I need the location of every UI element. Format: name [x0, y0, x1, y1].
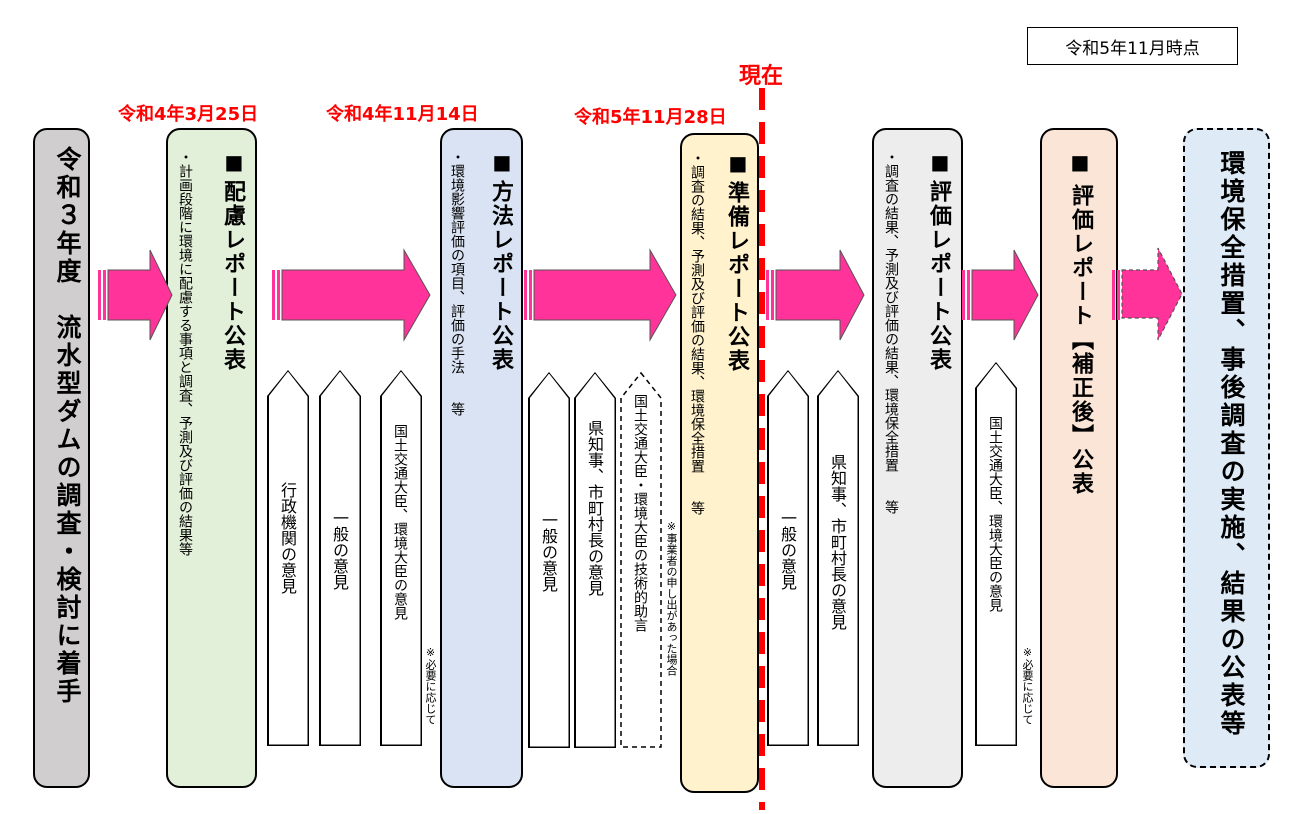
date-hairyo: 令和4年3月25日: [118, 104, 259, 125]
start-box: 令和３年度 流水型ダムの調査・検討に着手: [33, 128, 90, 788]
bullet-square: ■: [222, 150, 246, 174]
flow-arrow-4: [766, 249, 865, 341]
bullet-square: ■: [1068, 150, 1092, 174]
final-box: 環境保全措置、事後調査の実施、結果の公表等: [1183, 128, 1270, 768]
hosei-report-box: ■ 評価レポート【補正後】公表: [1040, 128, 1118, 788]
opinion-ippan: 一般の意見: [539, 512, 558, 592]
opinion-ippan: 一般の意見: [778, 510, 797, 590]
bullet-square: ■: [490, 150, 514, 174]
junbi-report-title: 準備レポート公表: [724, 181, 749, 373]
opinion-shape: 国土交通大臣、環境大臣の意見: [975, 362, 1017, 746]
flow-arrow-3: [524, 248, 677, 342]
houhou-report-desc: ・環境影響評価の項目、評価の手法 等: [449, 150, 465, 416]
bullet-square: ■: [928, 150, 952, 174]
opinion-ippan: 一般の意見: [330, 510, 349, 590]
current-marker-label: 現在: [738, 64, 783, 89]
opinion-technical-advice: 国土交通大臣・環境大臣の技術的助言: [632, 394, 648, 632]
opinion-governor: 県知事、市町村長の意見: [585, 420, 604, 596]
hairyo-report-title: 配慮レポート公表: [220, 180, 245, 372]
opinion-minister: 国土交通大臣、環境大臣の意見: [987, 416, 1003, 612]
opinion-shape: 一般の意見: [767, 370, 809, 746]
opinion-governor: 県知事、市町村長の意見: [828, 454, 847, 630]
opinion-shape: 一般の意見: [528, 372, 570, 748]
opinion-shape: 行政機関の意見: [267, 370, 309, 746]
hairyo-report-box: ■ 配慮レポート公表 ・計画段階に環境に配慮する事項と調査、予測及び評価の結果等: [166, 128, 257, 788]
hyoka-report-desc: ・調査の結果、予測及び評価の結果、環境保全措置 等: [883, 150, 899, 514]
note-if-needed: ※必要に応じて: [1021, 646, 1034, 725]
junbi-report-desc: ・調査の結果、予測及び評価の結果、環境保全措置 等: [689, 151, 705, 515]
houhou-report-title: 方法レポート公表: [488, 180, 513, 372]
houhou-report-box: ■ 方法レポート公表 ・環境影響評価の項目、評価の手法 等: [440, 128, 523, 788]
opinion-minister: 国土交通大臣、環境大臣の意見: [392, 424, 408, 620]
hosei-report-title: 評価レポート【補正後】公表: [1068, 184, 1093, 496]
opinion-shape: 県知事、市町村長の意見: [574, 372, 616, 748]
junbi-report-box: ■ 準備レポート公表 ・調査の結果、予測及び評価の結果、環境保全措置 等: [680, 133, 759, 793]
opinion-shape-dashed: 国土交通大臣・環境大臣の技術的助言: [620, 372, 662, 748]
date-houhou: 令和4年11月14日: [326, 104, 479, 125]
final-text: 環境保全措置、事後調査の実施、結果の公表等: [1217, 150, 1246, 738]
opinion-gyosei: 行政機関の意見: [278, 482, 297, 594]
as-of-label: 令和5年11月時点: [1027, 27, 1238, 65]
hyoka-report-title: 評価レポート公表: [926, 180, 951, 372]
note-if-needed: ※必要に応じて: [424, 646, 437, 725]
opinion-shape: 一般の意見: [319, 370, 361, 746]
start-text: 令和３年度 流水型ダムの調査・検討に着手: [53, 146, 82, 706]
date-junbi: 令和5年11月28日: [574, 107, 727, 128]
hairyo-report-desc: ・計画段階に環境に配慮する事項と調査、予測及び評価の結果等: [177, 150, 193, 556]
opinion-shape: 国土交通大臣、環境大臣の意見: [380, 370, 422, 746]
bullet-square: ■: [726, 151, 750, 175]
note-on-request: ※事業者の申し出があった場合: [665, 520, 678, 676]
flow-arrow-2: [272, 248, 431, 342]
flow-arrow-6-dashed: [1112, 247, 1183, 341]
flow-arrow-1: [98, 249, 173, 341]
hyoka-report-box: ■ 評価レポート公表 ・調査の結果、予測及び評価の結果、環境保全措置 等: [872, 128, 963, 788]
opinion-shape: 県知事、市町村長の意見: [817, 370, 859, 746]
flow-arrow-5: [962, 249, 1039, 341]
